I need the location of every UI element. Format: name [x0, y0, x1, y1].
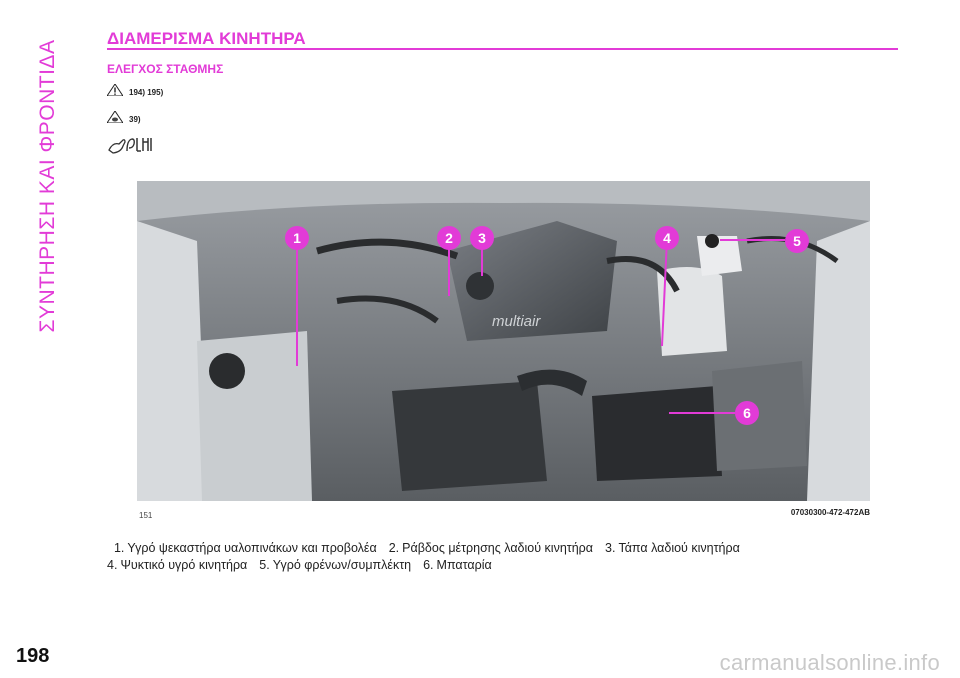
- legend-item: 1.Υγρό ψεκαστήρα υαλοπινάκων και προβολέ…: [114, 541, 377, 555]
- sub-heading: ΕΛΕΓΧΟΣ ΣΤΑΘΜΗΣ: [107, 62, 224, 76]
- figure-code: 07030300-472-472AB: [790, 508, 870, 517]
- section-heading: ΔΙΑΜΕΡΙΣΜΑ ΚΙΝΗΤΗΡΑ: [107, 29, 306, 48]
- page-number: 198: [16, 645, 50, 667]
- legend-item-text: Υγρό ψεκαστήρα υαλοπινάκων και προβολέα: [127, 541, 377, 555]
- callout-6: 6: [735, 401, 759, 425]
- legend-item-text: Ράβδος μέτρησης λαδιού κινητήρα: [402, 541, 593, 555]
- callout-6-label: 6: [743, 405, 751, 421]
- eco-hand-icon: [107, 134, 153, 161]
- legend-item-number: 4.: [107, 558, 118, 572]
- figure-legend: 1.Υγρό ψεκαστήρα υαλοπινάκων και προβολέ…: [107, 540, 807, 574]
- legend-item-number: 1.: [113, 541, 125, 555]
- callout-1-label: 1: [293, 230, 301, 246]
- callout-5-label: 5: [793, 233, 801, 249]
- callout-3-label: 3: [478, 230, 486, 246]
- eco-row: [107, 136, 153, 158]
- warning-row: 194) 195): [106, 83, 164, 101]
- legend-item-number: 3.: [605, 541, 616, 555]
- side-chapter-title: ΣΥΝΤΗΡΗΣΗ ΚΑΙ ΦΡΟΝΤΙΔΑ: [18, 16, 78, 346]
- engine-bay-photo: multiair 1 2: [137, 181, 870, 501]
- callout-2-label: 2: [445, 230, 453, 246]
- warning-references: 194) 195): [129, 87, 164, 97]
- engine-cover-brand-text: multiair: [492, 313, 541, 330]
- callout-4-label: 4: [663, 230, 671, 246]
- caution-references: 39): [129, 114, 141, 124]
- warning-triangle-icon: [106, 83, 124, 101]
- legend-item-text: Υγρό φρένων/συμπλέκτη: [272, 558, 412, 572]
- legend-item-text: Ψυκτικό υγρό κινητήρα: [120, 558, 248, 572]
- callout-3: 3: [470, 226, 494, 250]
- callout-2: 2: [437, 226, 461, 250]
- legend-item: 2.Ράβδος μέτρησης λαδιού κινητήρα: [389, 541, 593, 555]
- watermark: carmanualsonline.info: [719, 650, 940, 675]
- legend-item: 5.Υγρό φρένων/συμπλέκτη: [259, 558, 411, 572]
- caution-drop-icon: [106, 110, 124, 128]
- heading-rule: [107, 48, 898, 50]
- callout-1: 1: [285, 226, 309, 250]
- legend-item-number: 5.: [259, 558, 270, 572]
- callout-4: 4: [655, 226, 679, 250]
- callout-5: 5: [785, 229, 809, 253]
- legend-item: 4.Ψυκτικό υγρό κινητήρα: [107, 558, 247, 572]
- caution-row: 39): [106, 110, 141, 128]
- legend-item: 6.Μπαταρία: [423, 558, 492, 572]
- legend-item-number: 2.: [388, 541, 400, 555]
- legend-item-text: Τάπα λαδιού κινητήρα: [618, 541, 740, 555]
- legend-item-number: 6.: [423, 558, 434, 572]
- callout-lines: [296, 238, 785, 414]
- legend-item-text: Μπαταρία: [436, 558, 492, 572]
- figure-number: 151: [139, 511, 153, 520]
- side-chapter-title-text: ΣΥΝΤΗΡΗΣΗ ΚΑΙ ΦΡΟΝΤΙΔΑ: [36, 39, 59, 333]
